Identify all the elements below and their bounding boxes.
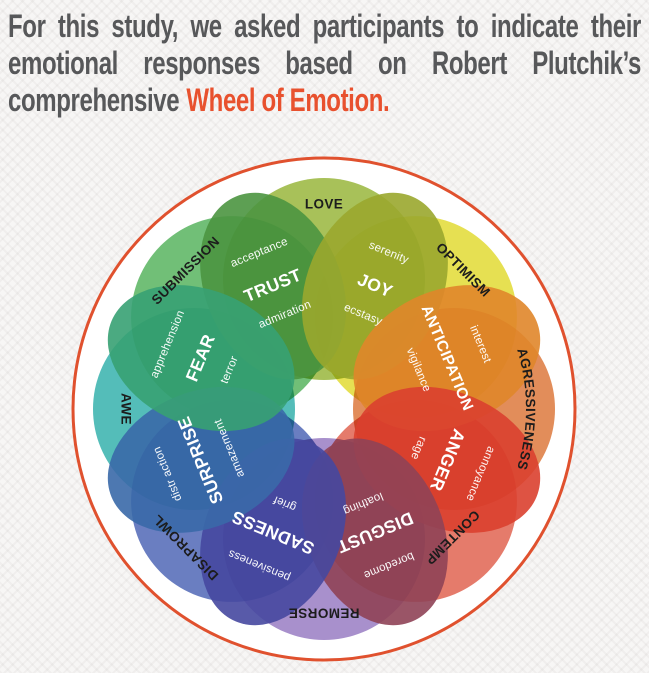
dyad-label-love: LOVE bbox=[305, 197, 343, 212]
intro-word: we bbox=[190, 8, 222, 44]
intro-word: asked bbox=[234, 8, 301, 44]
intro-word: their bbox=[590, 8, 642, 44]
intro-line-3-prefix: comprehensive bbox=[8, 82, 180, 118]
intro-word: based bbox=[285, 45, 353, 81]
petal-fear bbox=[107, 285, 295, 432]
intro-word: this bbox=[57, 8, 100, 44]
intro-word: on bbox=[378, 45, 407, 81]
intro-word: to bbox=[456, 8, 479, 44]
intro-word: responses bbox=[143, 45, 260, 81]
intro-word: participants bbox=[312, 8, 445, 44]
wheel-of-emotion-highlight: Wheel of Emotion. bbox=[186, 82, 390, 118]
dyad-label-remorse: REMORSE bbox=[288, 605, 359, 620]
intro-word: Robert bbox=[431, 45, 507, 81]
intro-word: Plutchik’s bbox=[532, 45, 641, 81]
intro-word: For bbox=[8, 8, 46, 44]
dyad-label-awe: AWE bbox=[118, 393, 133, 425]
intro-word: study, bbox=[111, 8, 179, 44]
intro-word: emotional bbox=[8, 45, 118, 81]
intro-word: indicate bbox=[490, 8, 579, 44]
